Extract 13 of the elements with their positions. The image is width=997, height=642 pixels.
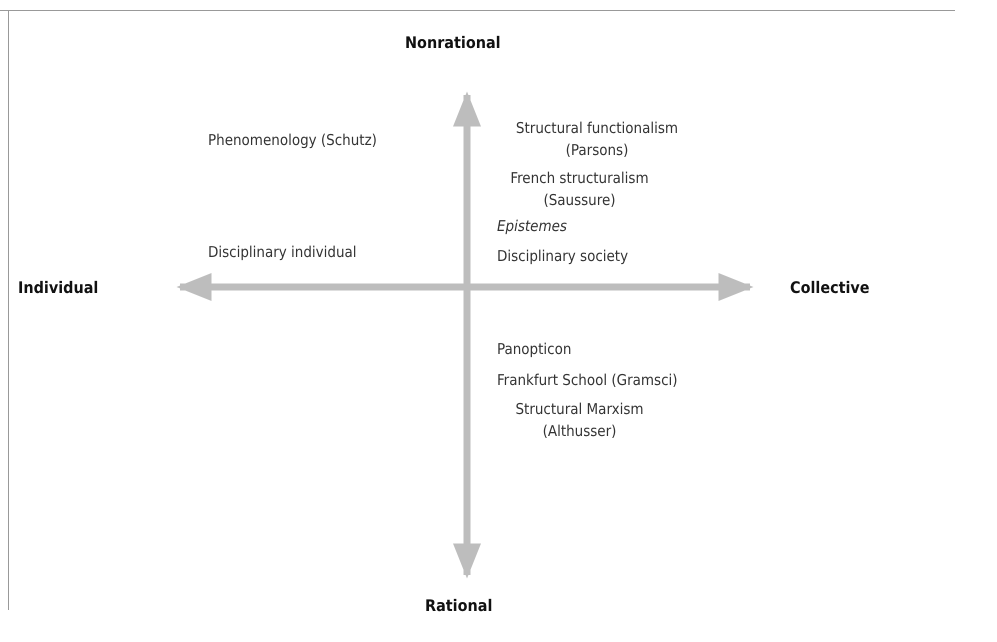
quadrant-text: Structural Marxism (Althusser) xyxy=(514,399,645,442)
axis-label: Rational xyxy=(425,595,492,617)
axis-label: Nonrational xyxy=(405,32,501,54)
quadrant-text: Phenomenology (Schutz) xyxy=(208,130,377,151)
axis-label: Individual xyxy=(18,277,98,299)
quadrant-text: Disciplinary society xyxy=(497,246,628,267)
quadrant-text: Disciplinary individual xyxy=(208,242,357,263)
quadrant-text: Structural functionalism (Parsons) xyxy=(514,118,680,161)
quadrant-text: Frankfurt School (Gramsci) xyxy=(497,370,678,391)
quadrant-text: French structuralism (Saussure) xyxy=(509,168,650,211)
quadrant-text: Panopticon xyxy=(497,339,572,360)
axis-label: Collective xyxy=(790,277,870,299)
quadrant-text: Epistemes xyxy=(497,216,567,237)
